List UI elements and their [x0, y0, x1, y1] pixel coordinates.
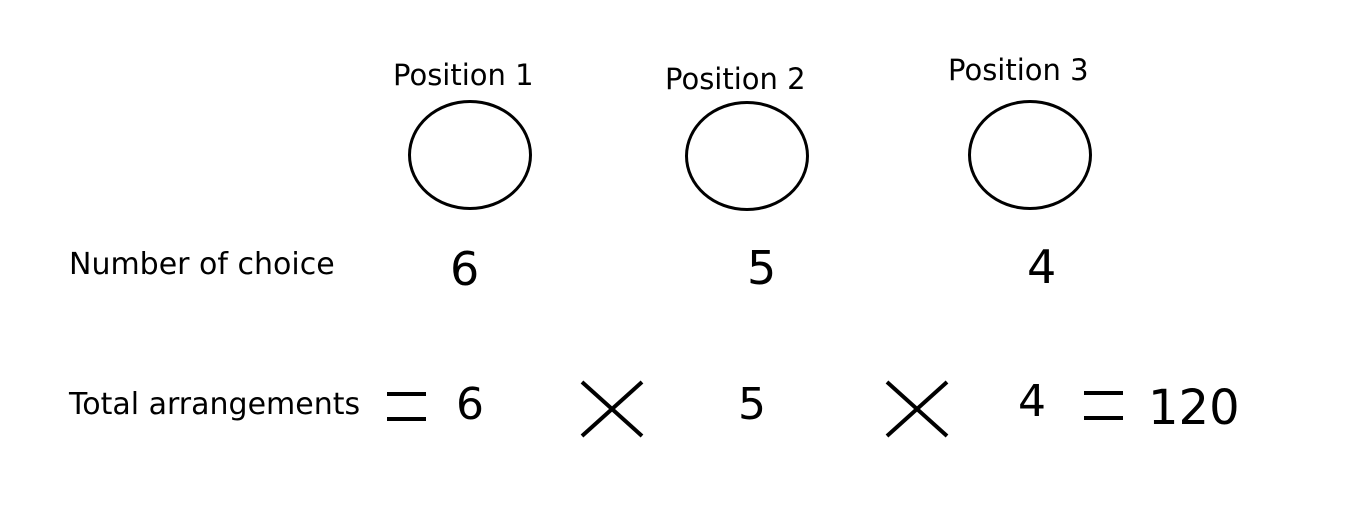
position-3-slot-icon — [968, 100, 1092, 210]
position-1-slot-icon — [408, 100, 532, 210]
factor-1: 6 — [456, 379, 484, 430]
factor-2: 5 — [738, 379, 766, 430]
position-3-choice-count: 4 — [1027, 240, 1057, 294]
multiply-sign-icon — [885, 380, 949, 438]
total-result: 120 — [1148, 380, 1240, 436]
factor-3: 4 — [1018, 376, 1046, 427]
position-3-label: Position 3 — [948, 53, 1089, 87]
total-arrangements-label: Total arrangements — [69, 387, 361, 422]
position-1-label: Position 1 — [393, 58, 534, 92]
number-of-choice-label: Number of choice — [69, 247, 335, 282]
position-2-slot-icon — [685, 101, 809, 211]
position-2-choice-count: 5 — [747, 241, 777, 295]
position-1-choice-count: 6 — [450, 242, 480, 296]
equals-sign-icon — [1084, 391, 1123, 420]
equals-sign-icon — [387, 392, 426, 421]
position-2-label: Position 2 — [665, 62, 806, 96]
multiply-sign-icon — [580, 380, 644, 438]
